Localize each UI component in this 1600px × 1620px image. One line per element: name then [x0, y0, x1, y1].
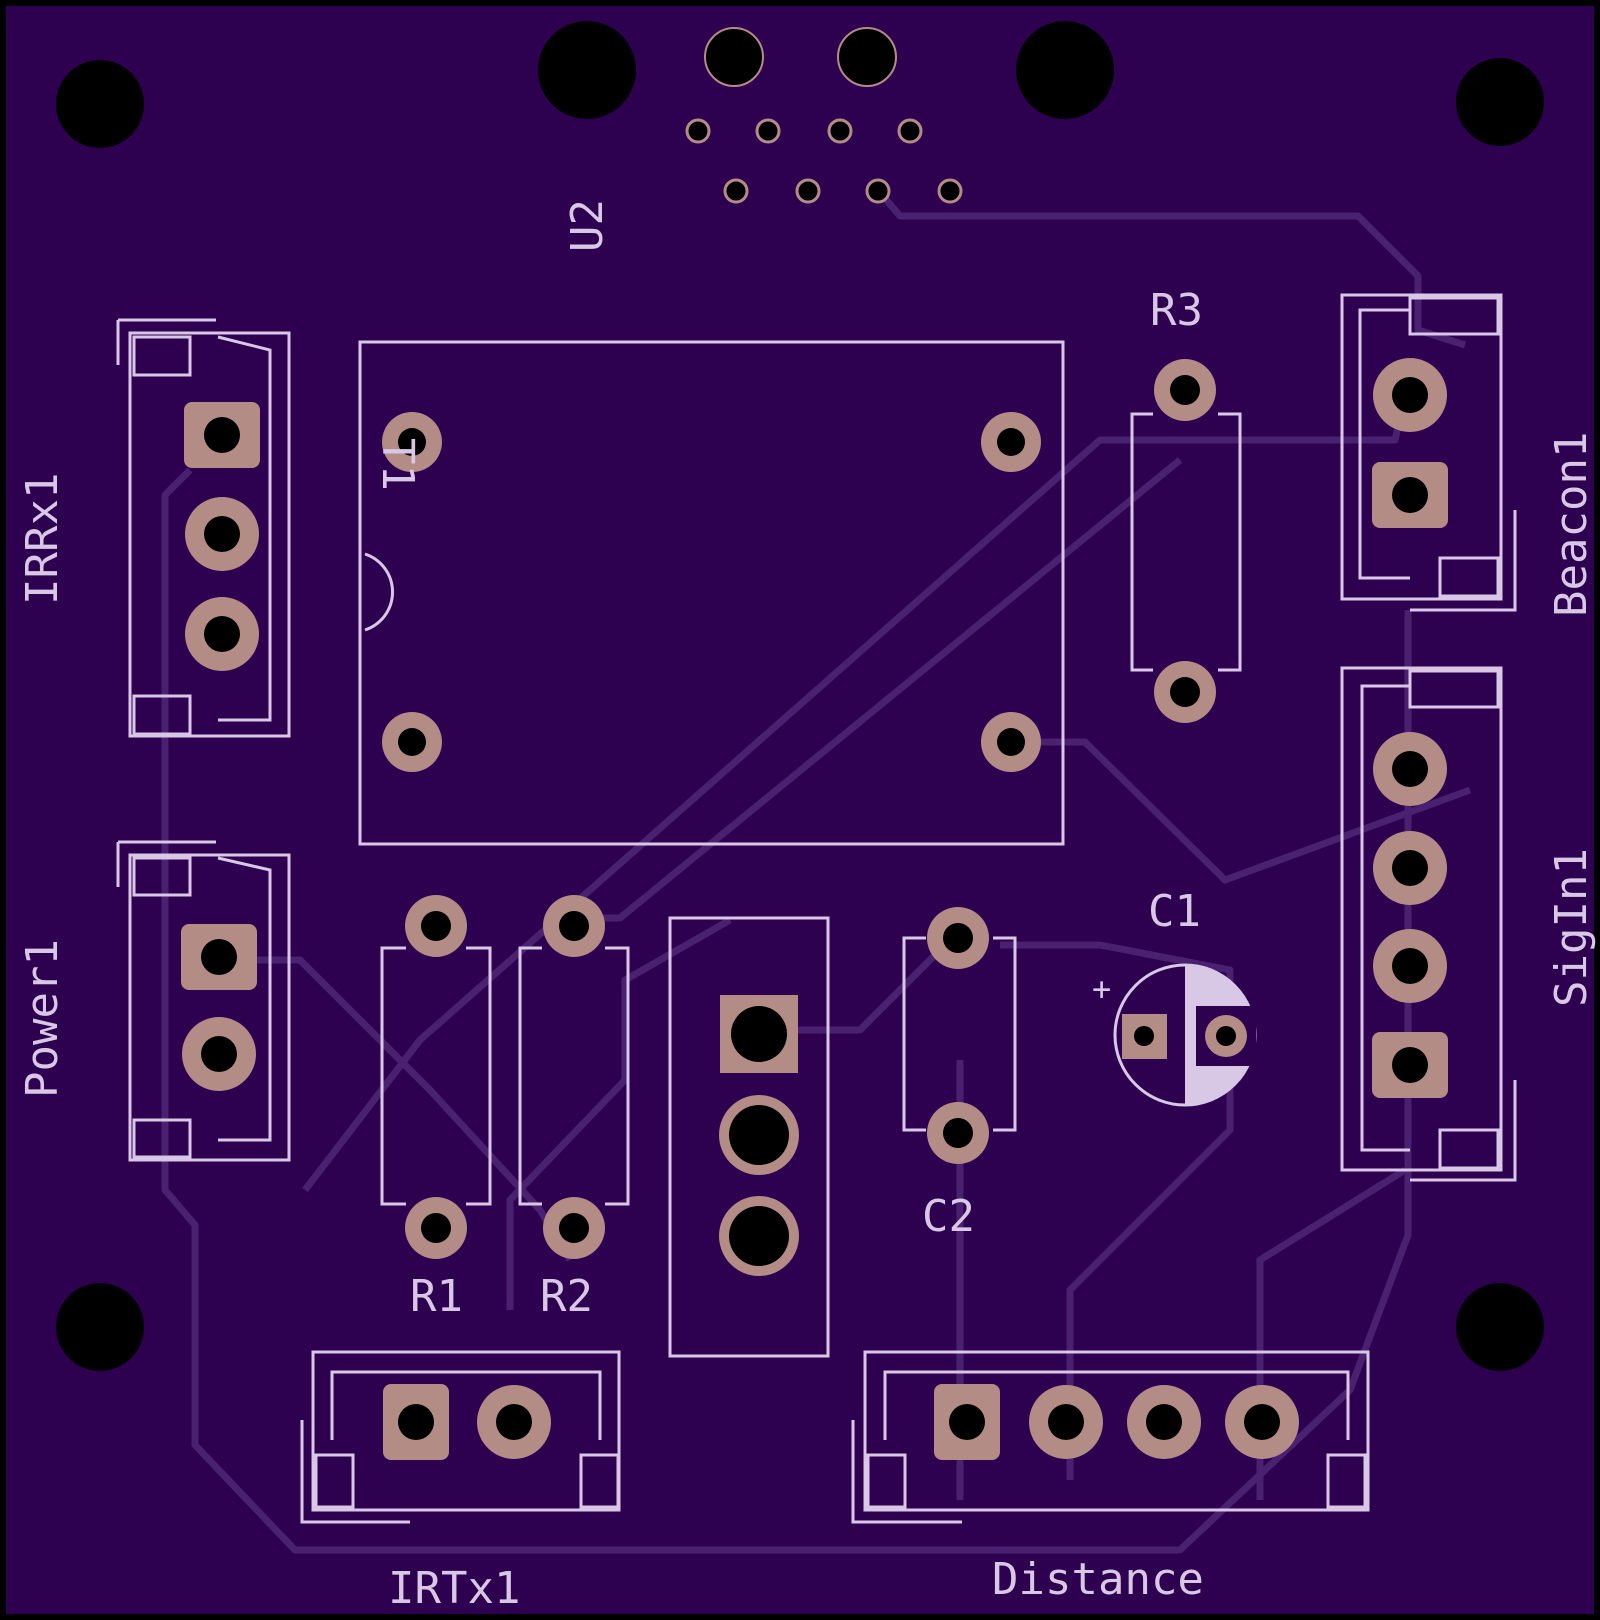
header-pad-drill [731, 1006, 787, 1062]
sigin1-pad-drill [1392, 948, 1428, 984]
sigin1-pad-drill [1392, 1047, 1428, 1083]
u2-mount-hole [538, 21, 636, 119]
u2-pin [723, 178, 749, 204]
mounting-hole [56, 60, 144, 148]
sigin1-pad-drill [1392, 751, 1428, 787]
label-power1: Power1 [17, 939, 68, 1098]
distance-pad-drill [1146, 1404, 1182, 1440]
irrx1-pad-drill [204, 616, 240, 652]
mounting-hole [1456, 58, 1544, 146]
u2-pin [795, 178, 821, 204]
silkscreen-outlines [116, 293, 1517, 1524]
u2-pin [685, 118, 711, 144]
r2-pad-drill [559, 1213, 589, 1243]
label-irrx1: IRRx1 [17, 473, 68, 605]
mounting-hole [56, 1283, 144, 1371]
label-beacon1: Beacon1 [1546, 432, 1597, 617]
label-c2: C2 [922, 1191, 975, 1242]
c1-pad-round-drill [1216, 1026, 1236, 1046]
header-outline [668, 916, 830, 1358]
u2-pin [755, 118, 781, 144]
u2-footprint [538, 21, 1114, 204]
u2-pin [827, 118, 853, 144]
sigin1-outline [1340, 666, 1517, 1182]
label-r2: R2 [540, 1271, 593, 1322]
u2-pin [937, 178, 963, 204]
irrx1-outline [116, 318, 291, 738]
distance-pad-drill [949, 1404, 985, 1440]
r3-outline [1130, 412, 1242, 672]
c1-pad-square-drill [1134, 1026, 1154, 1046]
power1-outline [116, 840, 291, 1162]
irtx1-pad-drill [496, 1404, 532, 1440]
power1-pad-drill [201, 1036, 237, 1072]
r2-pad-drill [559, 911, 589, 941]
c2-outline [902, 936, 1017, 1132]
u2-mount-hole [1016, 21, 1114, 119]
distance-pad-drill [1244, 1404, 1280, 1440]
c2-pad-drill [943, 1118, 973, 1148]
distance-outline [851, 1350, 1370, 1524]
t1-outline [358, 340, 1065, 846]
power1-pad-drill [201, 939, 237, 975]
beacon1-outline [1340, 293, 1517, 612]
header-pad-drill [729, 1206, 789, 1266]
t1-pad-drill [997, 728, 1025, 756]
label-t1: T1 [372, 438, 423, 491]
header-pad-drill [729, 1105, 789, 1165]
u2-large-pad [837, 27, 897, 87]
label-c1: C1 [1148, 886, 1201, 937]
copper-pads [181, 358, 1448, 1460]
silkscreen-labels: U2 R3 IRRx1 Beacon1 T1 Power1 SigIn1 C1 … [17, 199, 1597, 1614]
label-u2: U2 [562, 199, 613, 252]
label-distance: Distance [992, 1554, 1204, 1605]
c2-pad-drill [943, 923, 973, 953]
t1-pad-drill [398, 728, 426, 756]
label-r1: R1 [410, 1271, 463, 1322]
u2-pin [897, 118, 923, 144]
mounting-hole [1456, 1283, 1544, 1371]
u2-large-pad [704, 27, 764, 87]
irtx1-pad-drill [398, 1404, 434, 1440]
label-r3: R3 [1150, 285, 1203, 336]
beacon1-pad-drill [1392, 477, 1428, 513]
r3-pad-drill [1170, 375, 1200, 405]
r2-outline [518, 946, 630, 1206]
r3-pad-drill [1170, 677, 1200, 707]
r1-outline [380, 946, 492, 1206]
t1-pad-drill [997, 428, 1025, 456]
label-c1-plus: + [1092, 970, 1111, 1008]
sigin1-pad-drill [1392, 850, 1428, 886]
c1-body [1122, 965, 1256, 1105]
irrx1-pad-drill [204, 417, 240, 453]
beacon1-pad-drill [1392, 377, 1428, 413]
mounting-holes [56, 58, 1544, 1371]
irtx1-outline [300, 1350, 621, 1524]
label-sigin1: SigIn1 [1546, 848, 1597, 1007]
r1-pad-drill [421, 911, 451, 941]
distance-pad-drill [1048, 1404, 1084, 1440]
u2-pin [865, 178, 891, 204]
t1-pad-drill [398, 428, 426, 456]
irrx1-pad-drill [204, 516, 240, 552]
r1-pad-drill [421, 1213, 451, 1243]
label-irtx1: IRTx1 [388, 1563, 520, 1614]
